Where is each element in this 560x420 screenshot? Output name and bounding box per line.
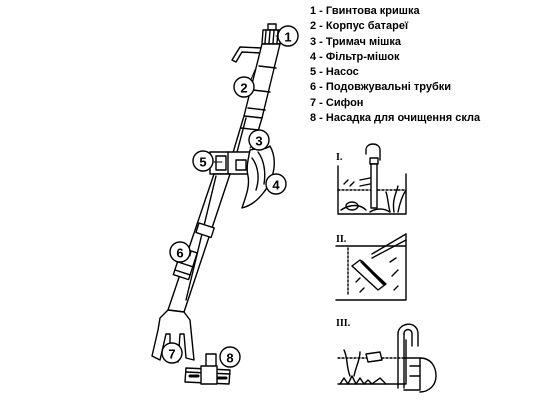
legend-label: Корпус батареї: [325, 20, 409, 33]
legend-label: Фільтр-мішок: [325, 50, 400, 63]
filter-bag-drawing: [241, 145, 275, 209]
glass-cleaner-head-drawing: [184, 353, 231, 385]
legend-item: 1 - Гвинтова кришка: [310, 5, 420, 17]
legend-item: 3 - Тримач мішка: [310, 35, 401, 48]
legend-label: Тримач мішка: [325, 35, 401, 48]
legend-number: 6: [310, 81, 317, 94]
callout-circle-8: [219, 346, 241, 368]
pump-clamp-drawing: [209, 151, 251, 175]
legend-item: 2 - Корпус батареї: [310, 20, 409, 33]
legend-item: 8 - Насадка для очищення скла: [310, 112, 481, 125]
callout-circle-1: [277, 25, 299, 47]
step-2-illustration: [335, 233, 407, 301]
step-label-2: II.: [336, 234, 347, 245]
legend-item: 5 - Насос: [310, 66, 359, 79]
callout-label-4: 4: [272, 178, 280, 193]
callout-circles: [161, 25, 299, 368]
step-1-illustration: [337, 143, 407, 215]
callout-label-1: 1: [284, 30, 291, 45]
callout-label-6: 6: [176, 246, 183, 261]
callout-circle-2: [233, 76, 255, 98]
callout-circle-6: [169, 241, 191, 263]
legend-item: 6 - Подовжувальні трубки: [310, 81, 452, 94]
gravel-cleaner-device: [151, 23, 282, 363]
legend-item: 4 - Фільтр-мішок: [310, 50, 400, 63]
legend-number: 8: [310, 112, 317, 125]
callout-label-8: 8: [226, 351, 233, 366]
legend-number: 1: [310, 5, 317, 17]
step-label-1: I.: [336, 152, 343, 163]
legend-label: Сифон: [325, 96, 364, 109]
step-label-3: III.: [336, 318, 351, 329]
callout-circle-3: [248, 129, 270, 151]
legend-label: Насос: [325, 66, 359, 79]
callout-label-2: 2: [240, 81, 247, 96]
callout-label-5: 5: [199, 155, 206, 170]
legend-number: 3: [310, 35, 317, 48]
callout-label-3: 3: [255, 134, 262, 149]
handle-hook: [231, 46, 263, 63]
callout-circle-7: [161, 342, 183, 364]
legend-number: 5: [310, 66, 317, 79]
parts-legend: 1 - Гвинтова кришка 2 - Корпус батареї 3…: [310, 4, 480, 126]
legend-item: 7 - Сифон: [310, 96, 364, 109]
legend-number: 4: [310, 50, 317, 63]
callout-circle-5: [192, 150, 214, 172]
legend-number: 2: [310, 20, 317, 33]
legend-label: Гвинтова кришка: [325, 5, 420, 17]
legend-number: 7: [310, 96, 317, 109]
callout-label-7: 7: [168, 347, 175, 362]
callout-circle-4: [265, 173, 287, 195]
screw-cap-drawing: [261, 23, 282, 45]
legend-label: Подовжувальні трубки: [325, 81, 452, 94]
legend-label: Насадка для очищення скла: [325, 112, 481, 125]
step-3-illustration: [337, 323, 437, 393]
